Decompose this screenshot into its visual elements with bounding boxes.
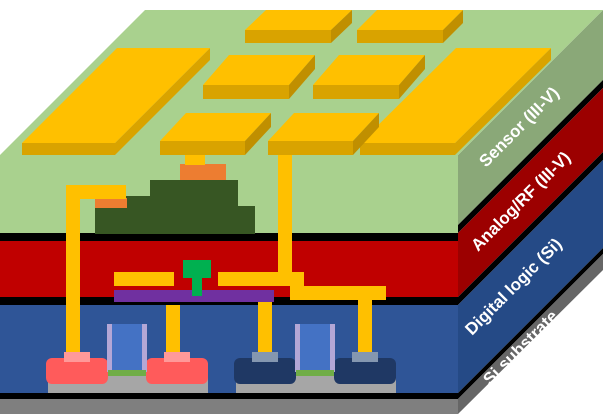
separator-front-3 [0, 393, 458, 399]
sensor-top-contact-via [185, 155, 205, 165]
separator-side-3 [458, 248, 603, 399]
sensor-side-contact [95, 198, 127, 208]
nmos-transistor [46, 324, 208, 384]
sensor-pad-long-right [360, 48, 551, 155]
sensor-pad-r3c2 [268, 113, 379, 155]
pmos-transistor [234, 324, 396, 384]
sensor-pad-r1c2 [357, 10, 463, 43]
sensor-pad-r1c1 [245, 10, 352, 43]
interconnect-wires [66, 155, 386, 360]
analog-gate [183, 260, 211, 296]
sensor-pad-r3c1 [160, 113, 271, 155]
sensor-pad-long-left [22, 48, 210, 155]
separator-front-1 [0, 233, 458, 241]
separator-side-1 [458, 80, 603, 233]
sensor-pad-r2c2 [313, 55, 425, 99]
substrate-front-face [0, 399, 458, 414]
sensor-side-face [458, 10, 603, 225]
analog-side-face [458, 88, 603, 297]
sensor-pad-r2c1 [203, 55, 315, 99]
sensor-device-mesa [95, 180, 255, 234]
substrate-side-face [458, 254, 603, 414]
separator-side-2 [458, 152, 603, 305]
sensor-top-contact [180, 164, 226, 180]
digital-side-face [458, 160, 603, 393]
